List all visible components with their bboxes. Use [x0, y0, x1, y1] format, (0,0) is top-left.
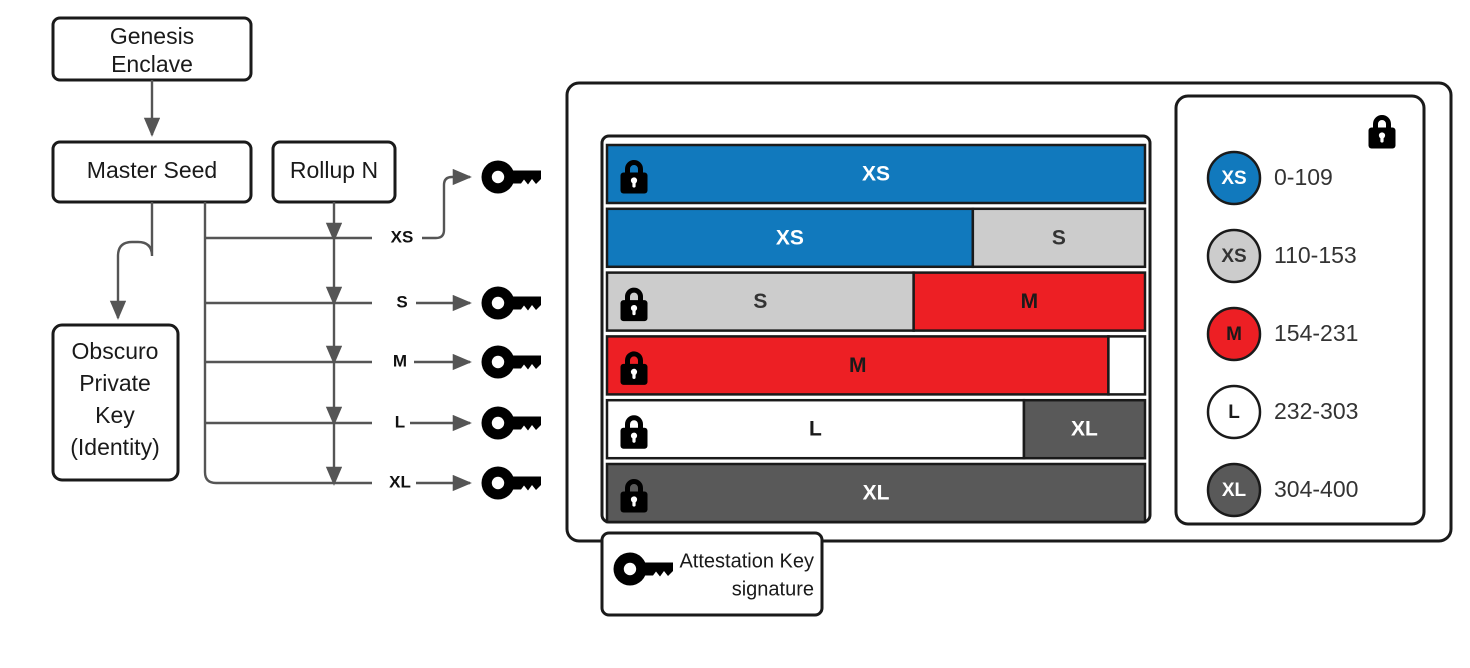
legend-item[interactable]: XL 304-400	[1206, 462, 1358, 518]
legend-range: 154-231	[1274, 320, 1358, 346]
attestation-key-icon	[481, 466, 541, 500]
legend-panel	[1174, 94, 1426, 526]
legend-item[interactable]: L 232-303	[1206, 384, 1358, 440]
bar-row[interactable]: XS	[605, 143, 1147, 205]
legend-range: 304-400	[1274, 476, 1358, 502]
legend-item[interactable]: M 154-231	[1206, 306, 1358, 362]
legend-swatch	[1206, 150, 1262, 206]
bar-segment[interactable]	[605, 335, 1110, 396]
flow-label-l: L	[395, 412, 405, 431]
node-rollup-n[interactable]: Rollup N	[271, 140, 397, 204]
bar-segment-label: XL	[1071, 418, 1098, 441]
bar-segment[interactable]	[605, 207, 975, 269]
bar-row[interactable]: XS S	[605, 207, 1147, 269]
flow-label-xs: XS	[391, 227, 414, 246]
legend-range: 0-109	[1274, 164, 1333, 190]
bar-segment[interactable]	[912, 271, 1147, 332]
bar-row[interactable]: XL	[605, 462, 1147, 524]
legend-swatch	[1206, 228, 1262, 284]
bar-segment[interactable]	[605, 462, 1147, 524]
node-master-seed[interactable]: Master Seed	[51, 140, 253, 204]
flow-label-s: S	[396, 292, 407, 311]
bar-row[interactable]: M	[605, 335, 1147, 396]
legend-item[interactable]: XS 110-153	[1206, 228, 1357, 284]
legend-initial: XS	[1221, 168, 1246, 189]
legend-range: 110-153	[1274, 242, 1357, 268]
bar-segment-label: XS	[776, 226, 804, 249]
bar-segment-label: L	[809, 418, 822, 441]
legend-swatch	[1206, 306, 1262, 362]
bar-segment-label: M	[1021, 290, 1039, 313]
caption-line1: Attestation Key	[679, 550, 814, 572]
genesis-enclave-label-line2: Enclave	[111, 51, 193, 77]
legend-initial: L	[1228, 402, 1240, 423]
legend-initial: XL	[1222, 480, 1247, 501]
legend-initial: XS	[1221, 246, 1246, 267]
genesis-enclave-label-line1: Genesis	[110, 23, 194, 49]
bus-master-seed-trunk	[203, 202, 372, 485]
caption-line2: signature	[732, 578, 814, 600]
node-genesis-enclave[interactable]: Genesis Enclave	[51, 16, 253, 82]
bar-segment[interactable]	[971, 207, 1147, 269]
obscuro-private-key-line3: Key	[95, 402, 135, 428]
legend-range: 232-303	[1274, 398, 1358, 424]
flow-label-xl: XL	[389, 472, 411, 491]
legend-item[interactable]: XS 0-109	[1206, 150, 1333, 206]
obscuro-private-key-line4: (Identity)	[70, 434, 159, 460]
attestation-key-icon	[481, 406, 541, 440]
node-obscuro-private-key[interactable]: Obscuro Private Key (Identity)	[51, 323, 180, 482]
attestation-key-icon	[481, 345, 541, 379]
bar-segment[interactable]	[1107, 335, 1147, 396]
caption-box	[600, 531, 824, 617]
obscuro-private-key-line1: Obscuro	[72, 338, 159, 364]
obscuro-private-key-line2: Private	[79, 370, 151, 396]
bar-segment-label: XS	[862, 163, 890, 186]
attestation-key-icon	[481, 286, 541, 320]
legend-initial: M	[1226, 324, 1242, 345]
rollup-n-label: Rollup N	[290, 157, 378, 183]
edge-xs-to-key	[422, 168, 472, 240]
bar-row[interactable]: L XL	[605, 398, 1147, 460]
bar-segment-label: S	[1052, 226, 1066, 249]
bar-segment[interactable]	[605, 143, 1147, 205]
master-seed-label: Master Seed	[87, 157, 217, 183]
edge-master-seed-to-private-key	[109, 202, 154, 320]
bar-segment[interactable]	[1022, 398, 1147, 460]
bar-segment-label: M	[849, 354, 867, 377]
flow-label-m: M	[393, 351, 407, 370]
bar-segment-label: S	[753, 290, 767, 313]
legend-swatch	[1206, 384, 1262, 440]
bar-segment[interactable]	[605, 398, 1026, 460]
bar-segment-label: XL	[863, 482, 890, 505]
caption-attestation-key-signature[interactable]: Attestation Key signature	[600, 531, 824, 617]
attestation-key-icon	[481, 160, 541, 194]
legend-swatch	[1206, 462, 1262, 518]
